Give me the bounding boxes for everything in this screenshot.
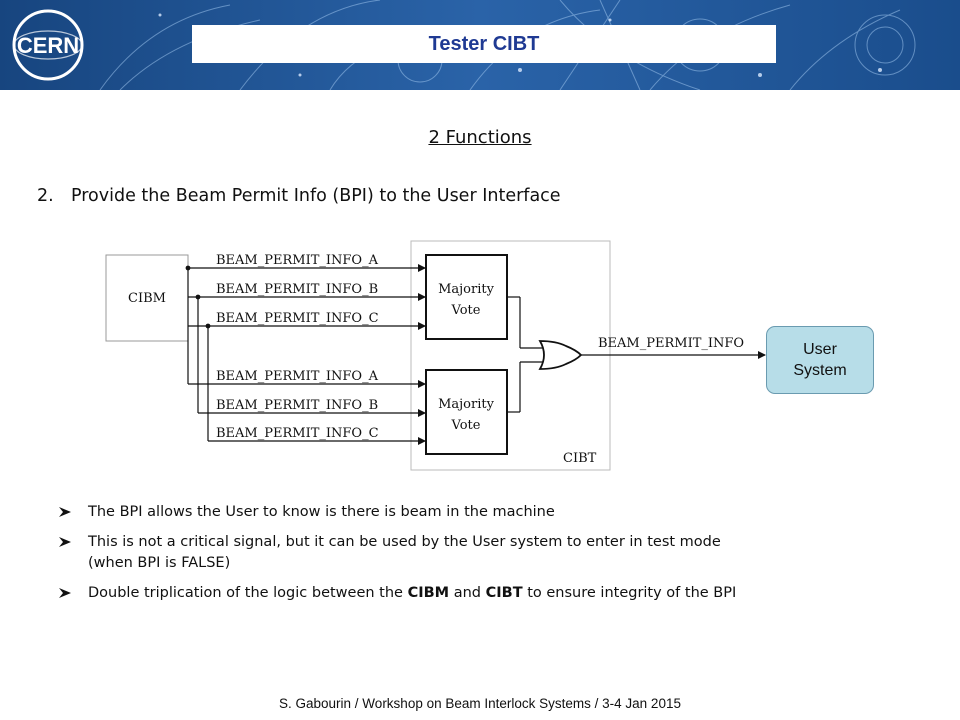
user-system-line1: User	[803, 341, 837, 358]
header-banner: CERN	[0, 0, 960, 90]
cibm-emphasis: CIBM	[407, 585, 450, 601]
banner-background: CERN	[0, 0, 960, 90]
svg-text:Majority: Majority	[438, 282, 495, 297]
bpi-diagram: CIBT CIBM Majority Vote Majority Vote BE…	[105, 240, 766, 471]
item-number: 2.	[37, 186, 54, 206]
svg-text:CERN: CERN	[17, 33, 79, 58]
majority-vote-bottom	[425, 369, 508, 455]
signal-label-bottom-a: BEAM_PERMIT_INFO_A	[216, 369, 379, 384]
majority-vote-top	[425, 254, 508, 340]
numbered-item: 2. Provide the Beam Permit Info (BPI) to …	[37, 186, 561, 206]
arrow-bullet-icon	[59, 507, 71, 517]
signal-label-bottom-c: BEAM_PERMIT_INFO_C	[216, 426, 379, 441]
signal-label-top-b: BEAM_PERMIT_INFO_B	[216, 282, 378, 297]
bullet-list: The BPI allows the User to know is there…	[58, 502, 758, 613]
item-text: Provide the Beam Permit Info (BPI) to th…	[71, 186, 561, 206]
signal-label-top-a: BEAM_PERMIT_INFO_A	[216, 253, 379, 268]
svg-text:Majority: Majority	[438, 397, 495, 412]
bullet-item: Double triplication of the logic between…	[58, 583, 758, 604]
user-system-box: User System	[766, 326, 874, 394]
signal-label-bottom-b: BEAM_PERMIT_INFO_B	[216, 398, 378, 413]
or-gate	[538, 340, 583, 370]
svg-text:Vote: Vote	[451, 418, 481, 433]
arrow-bullet-icon	[59, 537, 71, 547]
cibt-emphasis: CIBT	[485, 585, 523, 601]
cibt-label: CIBT	[563, 451, 597, 466]
footer-text: S. Gabourin / Workshop on Beam Interlock…	[279, 696, 681, 711]
cern-logo: CERN	[12, 9, 84, 81]
wire-junctions	[185, 265, 211, 329]
bullet-item: This is not a critical signal, but it ca…	[58, 532, 758, 574]
svg-text:Vote: Vote	[451, 303, 481, 318]
bullet-item: The BPI allows the User to know is there…	[58, 502, 758, 523]
user-system-line2: System	[793, 362, 847, 379]
arrow-bullet-icon	[59, 588, 71, 598]
section-heading: 2 Functions	[428, 127, 532, 148]
output-signal-label: BEAM_PERMIT_INFO	[598, 336, 744, 351]
title-bar: Tester CIBT	[192, 25, 776, 63]
slide-title: Tester CIBT	[428, 32, 540, 55]
cibm-label: CIBM	[128, 291, 166, 306]
signal-wires	[187, 264, 766, 445]
signal-label-top-c: BEAM_PERMIT_INFO_C	[216, 311, 379, 326]
